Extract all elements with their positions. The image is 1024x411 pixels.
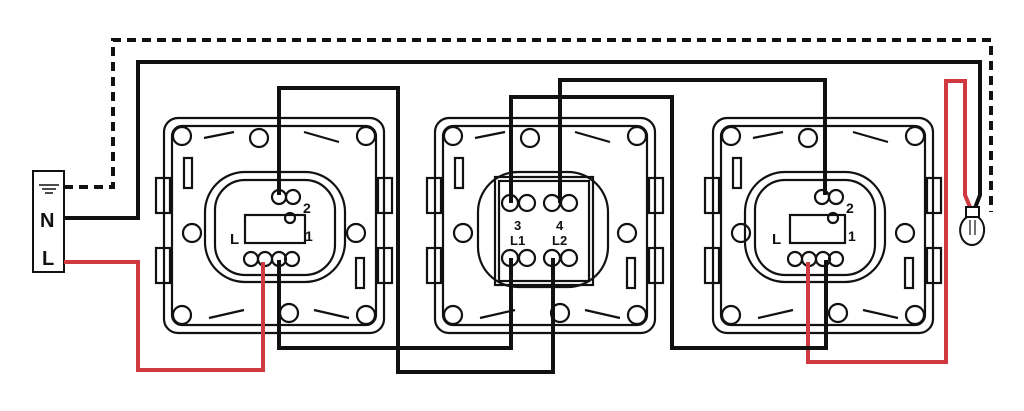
middle-switch-t3-label: 3 [514, 218, 521, 233]
lamp-icon [959, 206, 986, 247]
left-switch-common-label: L [230, 231, 239, 248]
terminal-block: N L [32, 170, 65, 273]
left-switch-t1-label: 1 [305, 228, 313, 244]
right-switch: L 1 2 [703, 116, 943, 335]
earth-icon [39, 184, 59, 194]
left-switch-t2-label: 2 [303, 200, 311, 216]
switched-live-wire [806, 79, 972, 364]
live-terminal-label: L [42, 248, 54, 270]
right-switch-common-label: L [772, 231, 781, 248]
middle-switch-t4-label: 4 [556, 218, 564, 233]
traveler-wire-a [277, 86, 555, 374]
earth-wire [64, 38, 993, 212]
traveler-wire-d [558, 78, 827, 203]
neutral-wire [64, 60, 982, 220]
middle-switch: 3 4 L1 L2 [425, 116, 665, 335]
middle-switch-l1-label: L1 [510, 233, 525, 248]
traveler-wire-c [509, 95, 828, 350]
live-wire-supply [64, 260, 265, 372]
traveler-wire-b [277, 258, 513, 350]
middle-switch-l2-label: L2 [552, 233, 567, 248]
neutral-terminal-label: N [40, 210, 54, 232]
right-switch-t2-label: 2 [846, 200, 854, 216]
left-switch: L 1 2 [154, 116, 394, 335]
right-switch-t1-label: 1 [848, 228, 856, 244]
